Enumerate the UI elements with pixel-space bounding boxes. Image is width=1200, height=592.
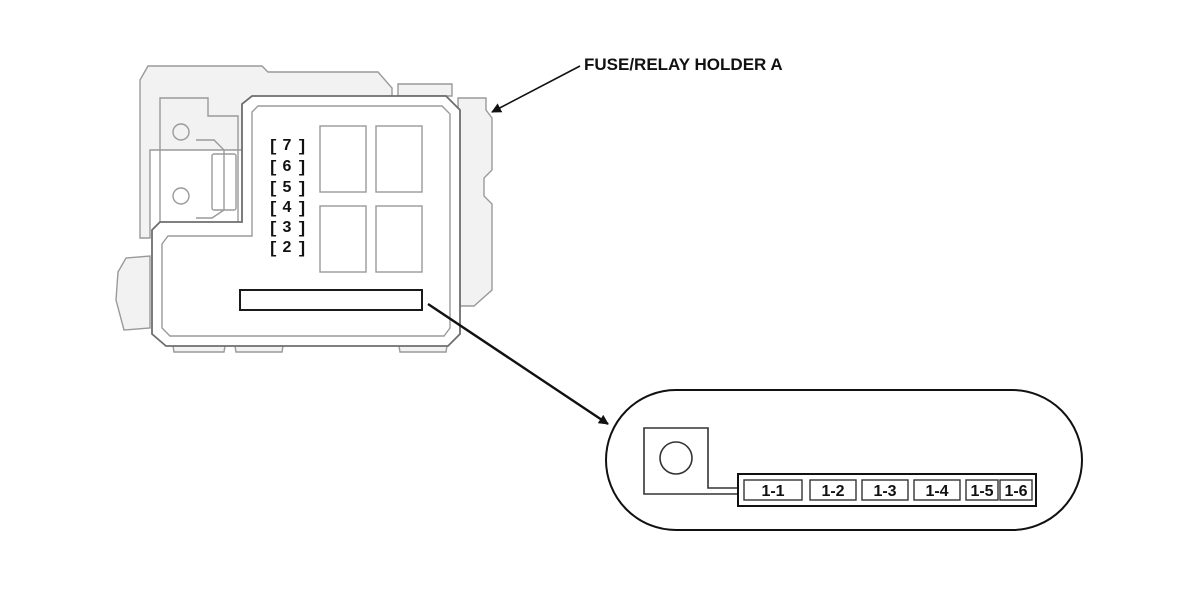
fuse-strip-location bbox=[239, 289, 423, 311]
svg-text:[: [ bbox=[268, 138, 278, 157]
svg-text:]: ] bbox=[297, 138, 307, 157]
slot-label-6: 6 bbox=[283, 158, 292, 175]
relay-cavity bbox=[319, 125, 367, 193]
svg-text:]: ] bbox=[297, 159, 307, 178]
svg-text:[: [ bbox=[268, 220, 278, 239]
svg-text:]: ] bbox=[297, 200, 307, 219]
slot-label: [ 2 ] bbox=[268, 239, 307, 259]
detail-arrow bbox=[427, 303, 609, 425]
mounting-hole-icon bbox=[172, 123, 190, 141]
slot-label-2: 2 bbox=[283, 239, 292, 256]
callout-leader-arrow bbox=[491, 65, 581, 113]
slot-label: [ 4 ] bbox=[268, 199, 307, 219]
slot-label: [ 3 ] bbox=[268, 219, 307, 239]
fuse-label-1-5: 1-5 bbox=[970, 483, 993, 500]
svg-text:[: [ bbox=[268, 200, 278, 219]
fuse-slot bbox=[965, 479, 999, 501]
svg-text:]: ] bbox=[297, 180, 307, 199]
svg-text:]: ] bbox=[297, 220, 307, 239]
svg-text:[: [ bbox=[268, 180, 278, 199]
fuse-label-1-4: 1-4 bbox=[925, 483, 948, 500]
relay-cavity bbox=[375, 205, 423, 273]
fuse-slot bbox=[861, 479, 909, 501]
fuse-slot bbox=[809, 479, 857, 501]
slot-label-4: 4 bbox=[283, 199, 292, 216]
svg-text:[: [ bbox=[268, 159, 278, 178]
fuse-slot bbox=[913, 479, 961, 501]
mounting-hole-icon bbox=[172, 187, 190, 205]
fuse-label-1-6: 1-6 bbox=[1004, 483, 1027, 500]
relay-cavity bbox=[375, 125, 423, 193]
svg-text:]: ] bbox=[297, 240, 307, 259]
fuse-label-1-3: 1-3 bbox=[873, 483, 896, 500]
slot-label-3: 3 bbox=[283, 219, 292, 236]
fuse-relay-holder-body bbox=[115, 65, 493, 353]
relay-cavity bbox=[319, 205, 367, 273]
fuse-slot bbox=[999, 479, 1033, 501]
svg-text:[: [ bbox=[268, 240, 278, 259]
fuse-label-1-2: 1-2 bbox=[821, 483, 844, 500]
mounting-hole-icon bbox=[659, 441, 693, 475]
fuse-label-1-1: 1-1 bbox=[761, 483, 784, 500]
slot-label: [ 6 ] bbox=[268, 158, 307, 178]
slot-label-column: [ 7 ] [ 6 ] [ 5 ] [ 4 ] [ 3 ] [ 2 ] bbox=[268, 137, 307, 259]
slot-label: [ 7 ] bbox=[268, 137, 307, 157]
slot-label: [ 5 ] bbox=[268, 179, 307, 199]
holder-callout-label: FUSE/RELAY HOLDER A bbox=[584, 55, 783, 74]
fuse-detail-view: 1-1 1-2 1-3 1-4 1-5 1-6 bbox=[605, 389, 1083, 531]
slot-label-5: 5 bbox=[283, 179, 292, 196]
fuse-slot bbox=[743, 479, 803, 501]
slot-label-7: 7 bbox=[283, 137, 292, 154]
